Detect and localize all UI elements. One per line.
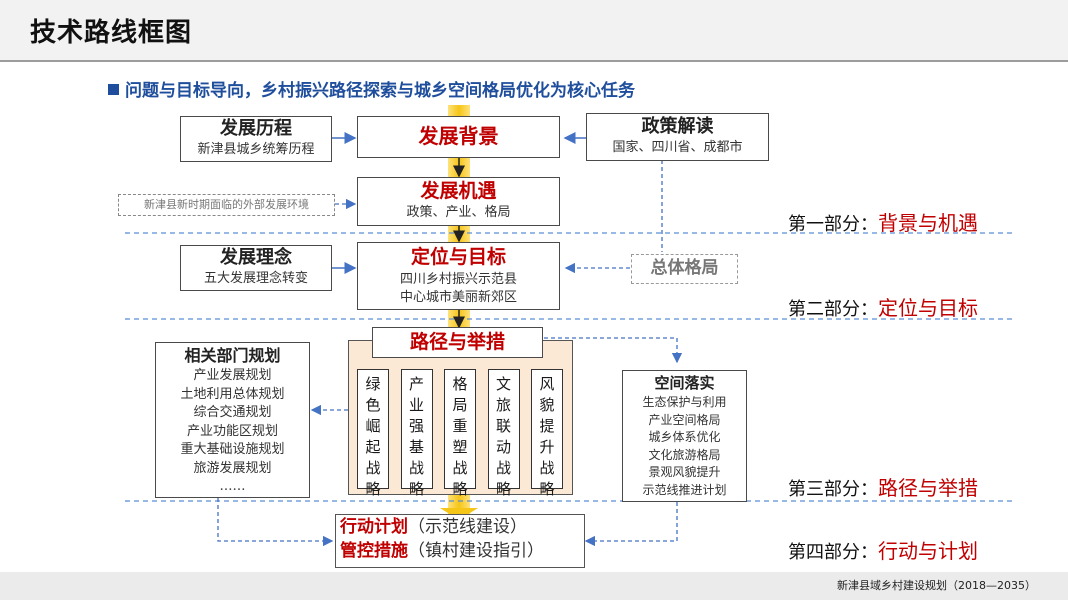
footer-bar bbox=[0, 572, 1068, 600]
path-title-box: 路径与举措 bbox=[372, 327, 543, 358]
policy-title: 政策解读 bbox=[641, 116, 714, 137]
part-label-3: 第三部分：路径与举措 bbox=[788, 472, 978, 501]
path-column-2: 产业强基战略 bbox=[400, 369, 433, 498]
part-label-4: 第四部分：行动与计划 bbox=[788, 535, 978, 564]
bullet-square-icon bbox=[108, 83, 119, 95]
departments-item: 重大基础设施规划 bbox=[180, 442, 285, 457]
departments-item: 综合交通规划 bbox=[193, 405, 272, 420]
part-highlight: 定位与目标 bbox=[878, 296, 978, 320]
history-sub: 新津县城乡统筹历程 bbox=[197, 142, 315, 157]
page-title: 技术路线框图 bbox=[30, 18, 193, 48]
spatial-box: 空间落实 生态保护与利用产业空间格局城乡体系优化文化旅游格局景观风貌提升示范线推… bbox=[622, 370, 747, 502]
part-highlight: 背景与机遇 bbox=[878, 211, 978, 235]
positioning-box: 定位与目标 四川乡村振兴示范县 中心城市美丽新郊区 bbox=[357, 242, 560, 310]
part-number: 第二部分： bbox=[788, 299, 878, 320]
opportunity-sub: 政策、产业、格局 bbox=[406, 205, 511, 220]
spatial-item: 产业空间格局 bbox=[648, 412, 721, 427]
spatial-item: 文化旅游格局 bbox=[648, 447, 721, 462]
departments-item: …… bbox=[219, 479, 246, 494]
action-line-2: 管控措施（镇村建设指引） bbox=[340, 539, 584, 563]
arrow-spatial-to-action bbox=[584, 502, 678, 547]
spatial-title: 空间落实 bbox=[654, 374, 715, 392]
external-box: 新津县新时期面临的外部发展环境 bbox=[118, 194, 335, 216]
opportunity-title: 发展机遇 bbox=[420, 180, 497, 202]
action-plan-label: 行动计划 bbox=[340, 517, 408, 537]
departments-item: 产业发展规划 bbox=[193, 368, 272, 383]
control-label: 管控措施 bbox=[340, 541, 408, 561]
footer-text: 新津县域乡村建设规划（2018—2035） bbox=[837, 579, 1036, 592]
path-column-4: 文旅联动战略 bbox=[487, 369, 520, 498]
concept-title: 发展理念 bbox=[220, 247, 292, 268]
part-highlight: 行动与计划 bbox=[878, 539, 978, 563]
part-number: 第一部分： bbox=[788, 214, 878, 235]
action-plan-detail: （示范线建设） bbox=[408, 517, 527, 537]
path-column-5: 风貌提升战略 bbox=[531, 369, 563, 498]
action-box: 行动计划（示范线建设） 管控措施（镇村建设指引） bbox=[335, 514, 585, 568]
departments-item: 旅游发展规划 bbox=[193, 460, 272, 476]
subtitle: 问题与目标导向，乡村振兴路径探索与城乡空间格局优化为核心任务 bbox=[108, 76, 635, 101]
action-line-1: 行动计划（示范线建设） bbox=[340, 515, 584, 539]
overall-title: 总体格局 bbox=[650, 258, 719, 278]
background-box: 发展背景 bbox=[357, 116, 560, 158]
part-number: 第四部分： bbox=[788, 542, 878, 563]
spatial-item: 生态保护与利用 bbox=[642, 395, 727, 409]
concept-sub: 五大发展理念转变 bbox=[203, 271, 308, 286]
positioning-title: 定位与目标 bbox=[410, 246, 506, 268]
positioning-sub-2: 中心城市美丽新郊区 bbox=[399, 290, 517, 305]
positioning-sub-1: 四川乡村振兴示范县 bbox=[399, 272, 517, 287]
part-number: 第三部分： bbox=[788, 479, 878, 500]
policy-box: 政策解读 国家、四川省、成都市 bbox=[586, 113, 769, 161]
departments-item: 土地利用总体规划 bbox=[180, 386, 285, 402]
subtitle-text: 问题与目标导向，乡村振兴路径探索与城乡空间格局优化为核心任务 bbox=[125, 81, 635, 101]
path-title: 路径与举措 bbox=[409, 331, 505, 353]
part-label-1: 第一部分：背景与机遇 bbox=[788, 207, 978, 236]
header-bar bbox=[0, 0, 1068, 62]
spatial-item: 示范线推进计划 bbox=[642, 482, 727, 497]
part-highlight: 路径与举措 bbox=[878, 476, 978, 500]
departments-title: 相关部门规划 bbox=[184, 346, 281, 365]
overall-box: 总体格局 bbox=[631, 254, 738, 284]
spatial-item: 景观风貌提升 bbox=[648, 465, 721, 479]
arrow-departments-to-action bbox=[217, 498, 334, 547]
background-title: 发展背景 bbox=[418, 124, 499, 148]
spatial-item: 城乡体系优化 bbox=[648, 430, 721, 444]
concept-box: 发展理念 五大发展理念转变 bbox=[180, 245, 332, 291]
departments-box: 相关部门规划 产业发展规划土地利用总体规划综合交通规划产业功能区规划重大基础设施… bbox=[155, 342, 310, 498]
control-detail: （镇村建设指引） bbox=[408, 541, 544, 561]
opportunity-box: 发展机遇 政策、产业、格局 bbox=[357, 177, 560, 226]
part-label-2: 第二部分：定位与目标 bbox=[788, 292, 978, 321]
policy-sub: 国家、四川省、成都市 bbox=[612, 140, 743, 155]
external-text: 新津县新时期面临的外部发展环境 bbox=[144, 198, 309, 211]
history-box: 发展历程 新津县城乡统筹历程 bbox=[180, 116, 332, 162]
arrow-path-to-spatial bbox=[544, 337, 683, 364]
path-column-3: 格局重塑战略 bbox=[444, 369, 476, 498]
path-column-1: 绿色崛起战略 bbox=[357, 369, 389, 498]
departments-item: 产业功能区规划 bbox=[186, 423, 278, 439]
history-title: 发展历程 bbox=[220, 118, 292, 139]
